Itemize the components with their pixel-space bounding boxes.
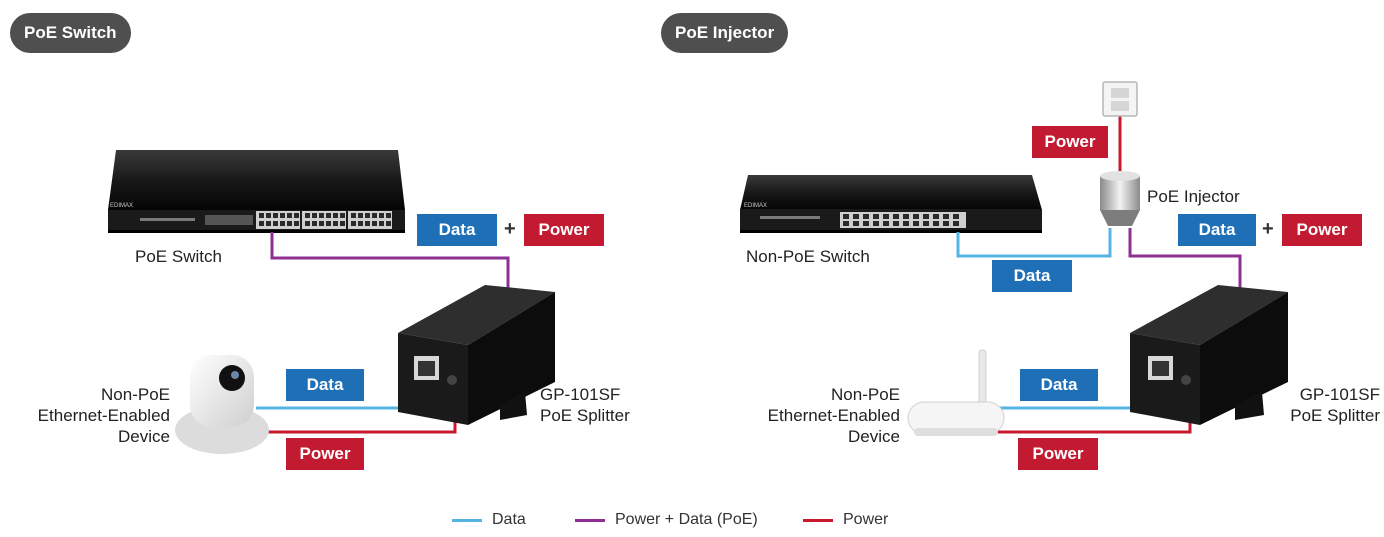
- data-tag-switch: Data: [992, 260, 1072, 292]
- plus-sign-right: +: [1262, 218, 1274, 240]
- device-label-right: Non-PoE Ethernet-Enabled Device: [744, 384, 900, 447]
- power-tag-left-device: Power: [286, 438, 364, 470]
- poe-switch-label: PoE Switch: [135, 247, 222, 266]
- data-tag-right-device: Data: [1020, 369, 1098, 401]
- power-tag-left-top: Power: [524, 214, 604, 246]
- device-label-line-2: Ethernet-Enabled: [767, 406, 900, 425]
- splitter-type: PoE Splitter: [1290, 406, 1380, 425]
- device-label-line-1: Non-PoE: [831, 385, 900, 404]
- legend-label-data: Data: [492, 511, 526, 528]
- splitter-label-left: GP-101SF PoE Splitter: [540, 384, 630, 426]
- device-label-line-1: Non-PoE: [101, 385, 170, 404]
- ip-camera-icon: [175, 355, 269, 454]
- power-tag-outlet: Power: [1032, 126, 1108, 158]
- data-cable-switch: [956, 228, 1112, 258]
- splitter-type: PoE Splitter: [540, 406, 630, 425]
- legend-item-power: Power: [803, 509, 888, 531]
- power-outlet-icon: [1102, 81, 1138, 117]
- plus-sign-left: +: [504, 218, 516, 240]
- wireless-router-icon: [907, 349, 1005, 436]
- legend-label-poe: Power + Data (PoE): [615, 511, 758, 528]
- non-poe-switch-device: [740, 175, 1042, 233]
- device-label-line-3: Device: [118, 427, 170, 446]
- device-label-line-3: Device: [848, 427, 900, 446]
- legend-swatch-data: [452, 518, 482, 522]
- power-tag-right-device: Power: [1018, 438, 1098, 470]
- poe-splitter-right: [1130, 285, 1288, 425]
- data-tag-left-device: Data: [286, 369, 364, 401]
- section-title-poe-switch: PoE Switch: [10, 13, 131, 53]
- legend-item-data: Data: [452, 509, 526, 531]
- section-title-poe-injector: PoE Injector: [661, 13, 789, 53]
- non-poe-switch-label: Non-PoE Switch: [746, 247, 870, 266]
- data-tag-left-top: Data: [417, 214, 497, 246]
- poe-cable-left: [270, 232, 510, 300]
- brand-logo-right-switch: EDIMAX: [744, 203, 768, 209]
- device-label-line-2: Ethernet-Enabled: [37, 406, 170, 425]
- poe-injector-device: [1100, 171, 1140, 226]
- legend-item-poe: Power + Data (PoE): [575, 509, 758, 531]
- poe-switch-device: [108, 150, 405, 233]
- brand-logo-left-switch: EDIMAX: [110, 203, 134, 209]
- splitter-model: GP-101SF: [1299, 385, 1380, 404]
- device-label-left: Non-PoE Ethernet-Enabled Device: [14, 384, 170, 447]
- legend-label-power: Power: [843, 511, 889, 528]
- poe-splitter-left: [398, 285, 555, 425]
- legend-swatch-power: [803, 518, 833, 522]
- poe-injector-label: PoE Injector: [1147, 187, 1240, 206]
- splitter-label-right: GP-101SF PoE Splitter: [1262, 384, 1380, 426]
- data-tag-right-top: Data: [1178, 214, 1256, 246]
- poe-cable-right: [1128, 228, 1242, 296]
- splitter-model: GP-101SF: [540, 385, 621, 404]
- power-tag-right-top: Power: [1282, 214, 1362, 246]
- legend-swatch-poe: [575, 518, 605, 522]
